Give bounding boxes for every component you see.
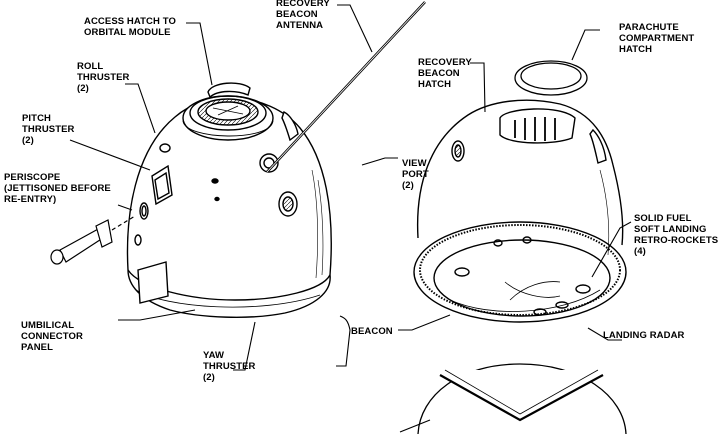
label-view-port: VIEW PORT (2) xyxy=(402,158,429,191)
descent-module-right xyxy=(413,99,627,323)
label-beacon: BEACON xyxy=(351,326,393,337)
descent-module-left xyxy=(126,1,426,318)
label-recovery-beacon-hatch: RECOVERY BEACON HATCH xyxy=(418,57,472,90)
heat-shield-part xyxy=(417,363,627,434)
parachute-hatch-part xyxy=(514,60,588,96)
leader-lines xyxy=(69,4,632,433)
label-landing-radar: LANDING RADAR xyxy=(603,330,685,341)
label-solid-fuel-retro-rockets: SOLID FUEL SOFT LANDING RETRO-ROCKETS (4… xyxy=(634,213,719,257)
label-umbilical-connector-panel: UMBILICAL CONNECTOR PANEL xyxy=(21,320,83,353)
label-pitch-thruster: PITCH THRUSTER (2) xyxy=(22,113,75,146)
label-recovery-beacon-antenna: RECOVERY BEACON ANTENNA xyxy=(276,0,330,31)
label-access-hatch: ACCESS HATCH TO ORBITAL MODULE xyxy=(84,16,176,38)
label-periscope: PERISCOPE (JETTISONED BEFORE RE-ENTRY) xyxy=(4,172,111,205)
label-roll-thruster: ROLL THRUSTER (2) xyxy=(77,61,130,94)
periscope-part xyxy=(50,215,136,265)
label-parachute-hatch: PARACHUTE COMPARTMENT HATCH xyxy=(619,22,695,55)
label-yaw-thruster: YAW THRUSTER (2) xyxy=(203,350,256,383)
